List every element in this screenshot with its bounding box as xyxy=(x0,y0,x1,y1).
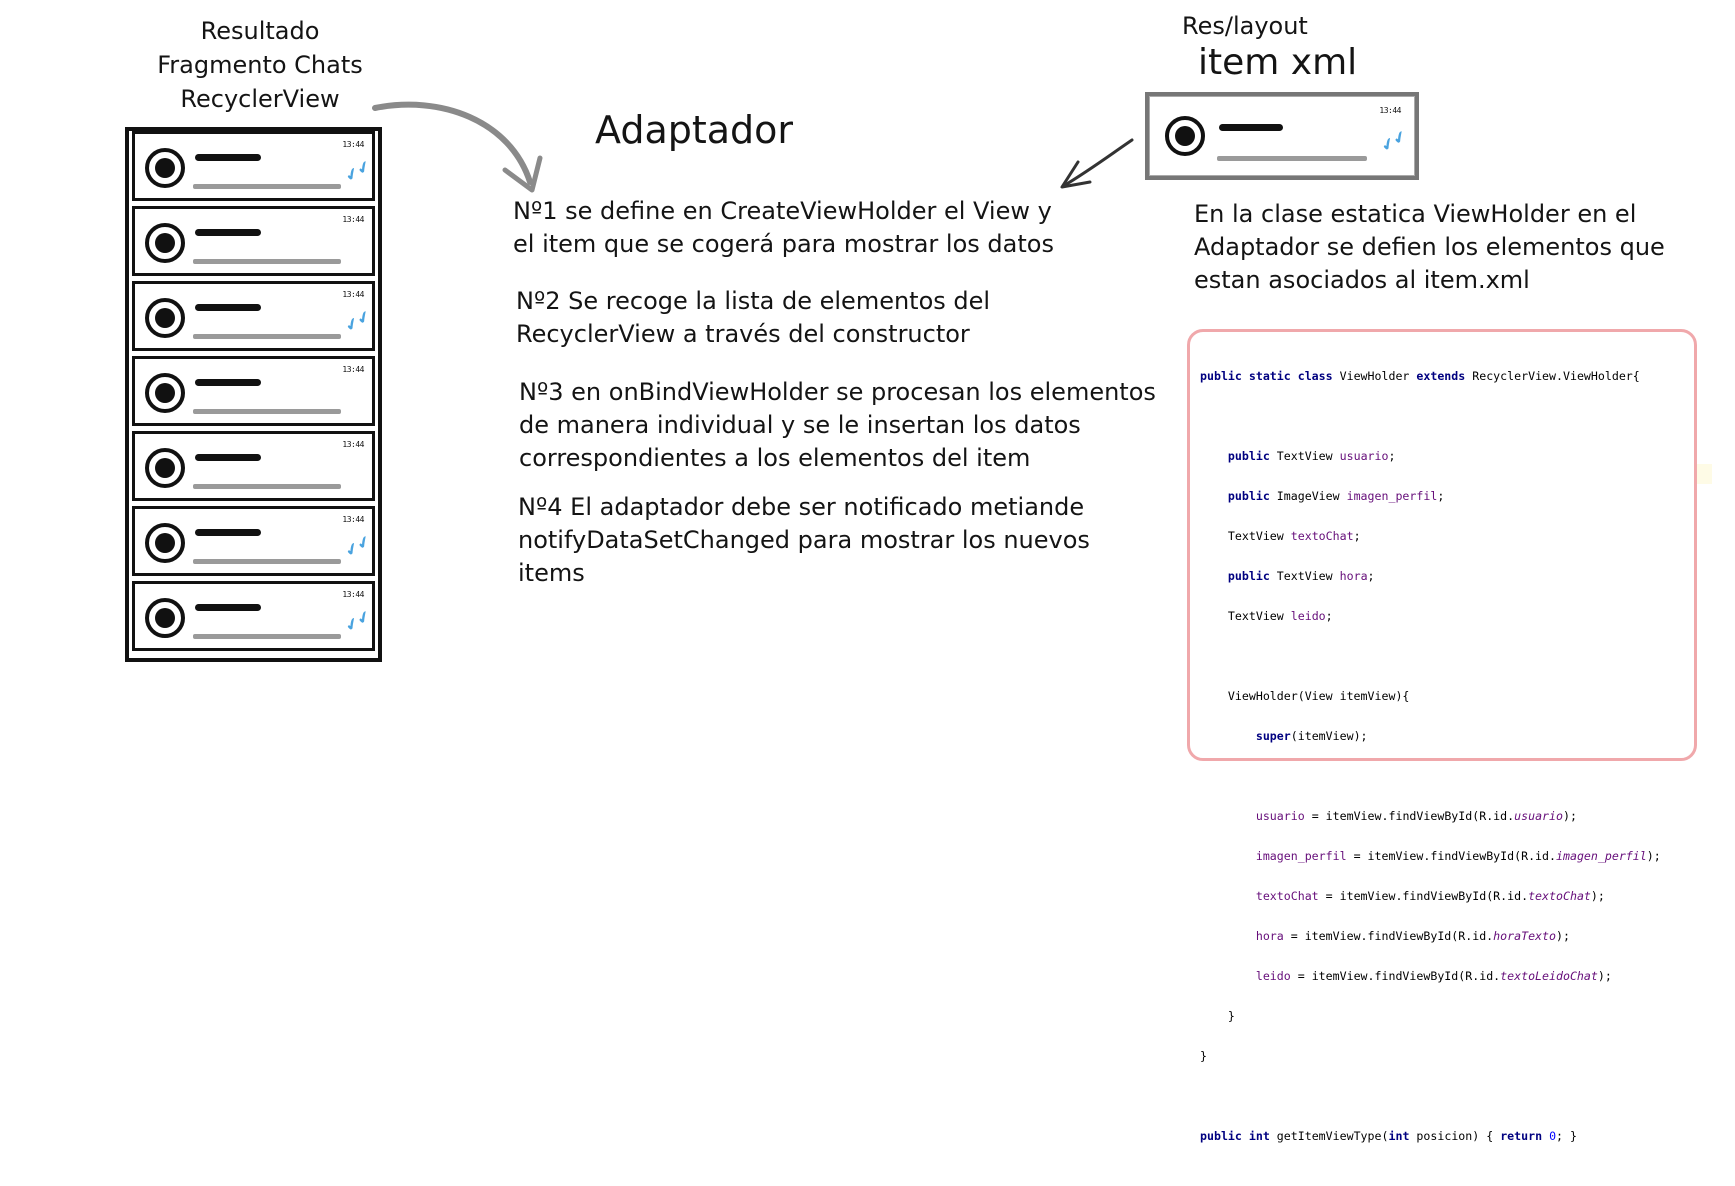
read-check-icon: ✔✔ xyxy=(341,155,375,186)
avatar xyxy=(1165,116,1205,156)
step-line: notifyDataSetChanged para mostrar los nu… xyxy=(518,526,1090,554)
avatar xyxy=(145,148,185,188)
chat-time: 13:44 xyxy=(342,440,364,449)
name-placeholder xyxy=(195,229,261,236)
avatar xyxy=(145,523,185,563)
step-4: Nº4 El adaptador debe ser notificado met… xyxy=(518,491,1090,590)
avatar xyxy=(145,298,185,338)
chat-time: 13:44 xyxy=(342,290,364,299)
arrow-recycler-to-adapter xyxy=(372,101,533,185)
recyclerview-mockup: 13:44 ✔✔ 13:44 13:44 ✔✔ 13:44 13:44 13:4… xyxy=(125,127,382,662)
step-line: correspondientes a los elementos del ite… xyxy=(519,444,1031,472)
code-snippet: public static class ViewHolder extends R… xyxy=(1187,329,1697,1143)
chat-time: 13:44 xyxy=(342,365,364,374)
desc-line: estan asociados al item.xml xyxy=(1194,266,1530,294)
read-check-icon: ✔✔ xyxy=(341,305,375,336)
name-placeholder xyxy=(195,379,261,386)
avatar xyxy=(145,598,185,638)
step-line: Nº1 se define en CreateViewHolder el Vie… xyxy=(513,197,1052,225)
name-placeholder xyxy=(195,454,261,461)
title-line: RecyclerView xyxy=(180,85,340,113)
message-placeholder xyxy=(1217,156,1367,161)
title-line: Resultado xyxy=(200,17,320,45)
chat-row: 13:44 xyxy=(132,431,375,501)
step-line: RecyclerView a través del constructor xyxy=(516,320,970,348)
read-check-icon: ✔✔ xyxy=(341,605,375,636)
chat-row: 13:44 xyxy=(132,356,375,426)
avatar xyxy=(145,223,185,263)
chat-time: 13:44 xyxy=(342,215,364,224)
step-3: Nº3 en onBindViewHolder se procesan los … xyxy=(519,376,1156,475)
step-2: Nº2 Se recoge la lista de elementos del … xyxy=(516,285,990,351)
chat-time: 13:44 xyxy=(342,515,364,524)
chat-time: 13:44 xyxy=(342,590,364,599)
viewholder-description: En la clase estatica ViewHolder en el Ad… xyxy=(1194,198,1665,297)
title-res-layout: Res/layout xyxy=(1182,12,1308,40)
step-line: items xyxy=(518,559,585,587)
arrow-item-to-adapter xyxy=(1063,138,1134,187)
title-adaptador: Adaptador xyxy=(595,108,794,152)
step-line: Nº3 en onBindViewHolder se procesan los … xyxy=(519,378,1156,406)
message-placeholder xyxy=(193,409,341,414)
step-line: Nº2 Se recoge la lista de elementos del xyxy=(516,287,991,315)
chat-time: 13:44 xyxy=(1379,106,1401,115)
name-placeholder xyxy=(195,304,261,311)
name-placeholder xyxy=(195,154,261,161)
message-placeholder xyxy=(193,484,341,489)
avatar xyxy=(145,373,185,413)
read-check-icon: ✔✔ xyxy=(341,530,375,561)
desc-line: Adaptador se defien los elementos que xyxy=(1194,233,1665,261)
step-line: el item que se cogerá para mostrar los d… xyxy=(513,230,1054,258)
step-1: Nº1 se define en CreateViewHolder el Vie… xyxy=(513,195,1054,261)
step-line: de manera individual y se le insertan lo… xyxy=(519,411,1081,439)
read-check-icon: ✔✔ xyxy=(1377,125,1411,156)
title-item-xml: item xml xyxy=(1198,42,1358,83)
name-placeholder xyxy=(1219,124,1283,131)
chat-row: 13:44 xyxy=(132,206,375,276)
title-resultado: Resultado Fragmento Chats RecyclerView xyxy=(130,14,390,116)
code-text: public static class ViewHolder extends R… xyxy=(1200,369,1661,1143)
step-line: Nº4 El adaptador debe ser notificado met… xyxy=(518,493,1085,521)
avatar xyxy=(145,448,185,488)
item-xml-mockup: 13:44 ✔✔ xyxy=(1145,92,1419,180)
message-placeholder xyxy=(193,559,341,564)
arrowhead-left xyxy=(502,155,543,193)
message-placeholder xyxy=(193,634,341,639)
arrows-layer xyxy=(372,101,1134,193)
message-placeholder xyxy=(193,184,341,189)
chat-row: 13:44 ✔✔ xyxy=(132,581,375,651)
chat-row: 13:44 ✔✔ xyxy=(132,506,375,576)
chat-row: 13:44 ✔✔ xyxy=(132,131,375,201)
chat-time: 13:44 xyxy=(342,140,364,149)
chat-row: 13:44 ✔✔ xyxy=(132,281,375,351)
title-line: Fragmento Chats xyxy=(157,51,363,79)
message-placeholder xyxy=(193,259,341,264)
arrowhead-right xyxy=(1060,160,1092,189)
desc-line: En la clase estatica ViewHolder en el xyxy=(1194,200,1637,228)
name-placeholder xyxy=(195,604,261,611)
name-placeholder xyxy=(195,529,261,536)
message-placeholder xyxy=(193,334,341,339)
